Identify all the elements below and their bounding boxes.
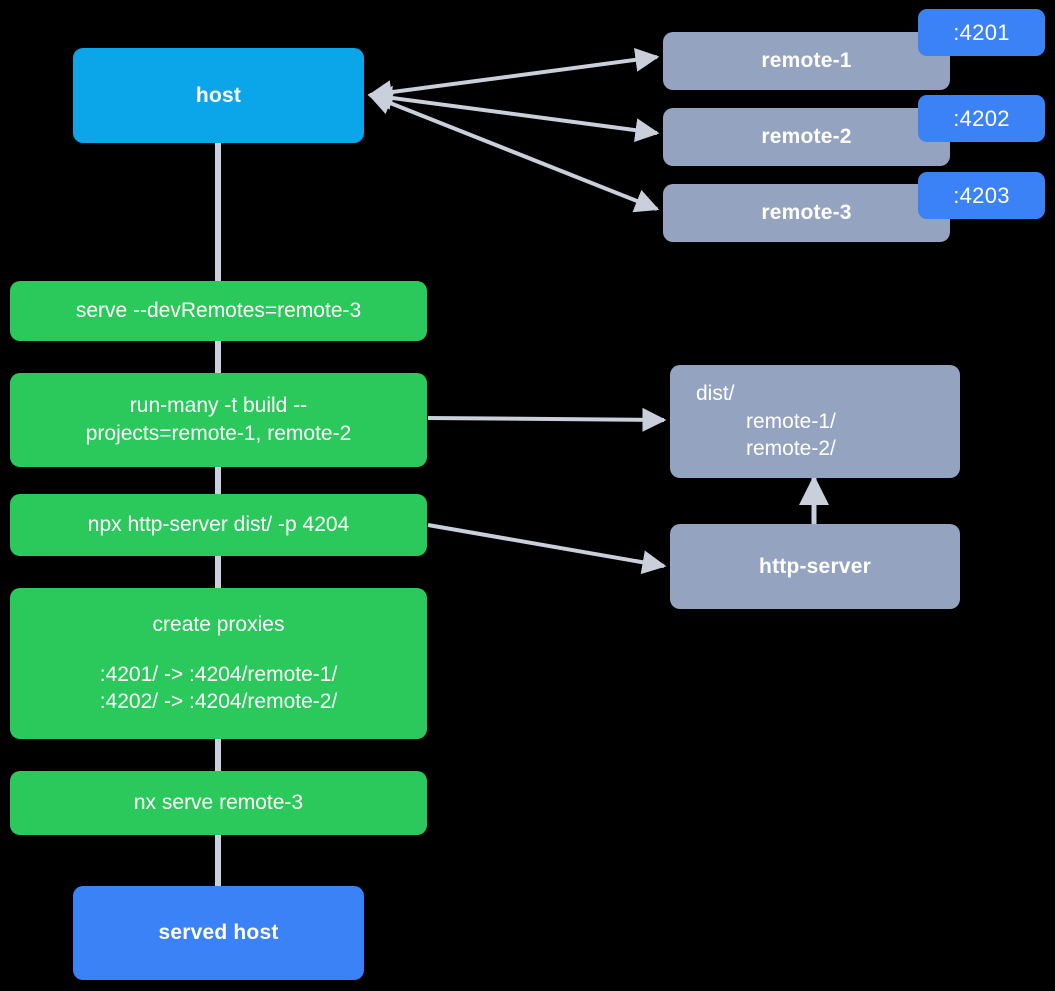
- command-create-proxies[interactable]: create proxies :4201/ -> :4204/remote-1/…: [10, 588, 427, 739]
- command-nx-serve-remote-3-label: nx serve remote-3: [133, 791, 304, 815]
- port-badge-remote-3-label: :4203: [953, 182, 1010, 208]
- port-badge-remote-3: :4203: [918, 172, 1045, 219]
- command-nx-serve-remote-3[interactable]: nx serve remote-3: [10, 771, 427, 835]
- node-served-host[interactable]: served host: [73, 886, 364, 980]
- edge-host-remote-2: [367, 85, 660, 143]
- edge-run-many-to-dist: [427, 407, 667, 432]
- node-remote-1-label: remote-1: [761, 49, 852, 73]
- proxy-rule-2: :4202/ -> :4204/remote-2/: [99, 690, 338, 714]
- node-remote-3[interactable]: remote-3: [663, 184, 950, 242]
- node-http-server-label: http-server: [759, 554, 871, 578]
- port-badge-remote-2: :4202: [918, 95, 1045, 142]
- node-http-server[interactable]: http-server: [670, 524, 960, 609]
- command-run-many-build-line-2: projects=remote-1, remote-2: [85, 422, 352, 445]
- port-badge-remote-2-label: :4202: [953, 105, 1010, 131]
- command-npx-http-server-label: npx http-server dist/ -p 4204: [87, 513, 350, 537]
- node-remote-1[interactable]: remote-1: [663, 32, 950, 90]
- command-serve-dev-remotes[interactable]: serve --devRemotes=remote-3: [10, 281, 427, 341]
- command-serve-dev-remotes-label: serve --devRemotes=remote-3: [75, 299, 362, 323]
- dist-child-remote-1: remote-1/: [746, 409, 836, 433]
- edge-host-remote-3: [367, 91, 660, 213]
- node-served-host-label: served host: [158, 921, 279, 945]
- dist-child-remote-2: remote-2/: [746, 437, 836, 461]
- edge-npx-to-http-server: [427, 523, 667, 575]
- command-create-proxies-title: create proxies: [152, 612, 285, 636]
- command-run-many-build-line-1: run-many -t build --: [129, 394, 308, 418]
- port-badge-remote-1-label: :4201: [953, 19, 1010, 45]
- dist-root-label: dist/: [696, 381, 735, 405]
- node-remote-2[interactable]: remote-2: [663, 108, 950, 166]
- node-host-label: host: [195, 83, 242, 107]
- edge-host-remote-1: [367, 47, 660, 105]
- node-host[interactable]: host: [73, 48, 364, 143]
- port-badge-remote-1: :4201: [918, 9, 1045, 56]
- command-run-many-build[interactable]: run-many -t build -- projects=remote-1, …: [10, 373, 427, 467]
- proxy-rule-1: :4201/ -> :4204/remote-1/: [99, 662, 338, 686]
- node-remote-3-label: remote-3: [761, 201, 852, 225]
- node-remote-2-label: remote-2: [761, 125, 852, 149]
- node-dist-folder[interactable]: dist/ remote-1/ remote-2/: [670, 365, 960, 478]
- command-npx-http-server[interactable]: npx http-server dist/ -p 4204: [10, 494, 427, 556]
